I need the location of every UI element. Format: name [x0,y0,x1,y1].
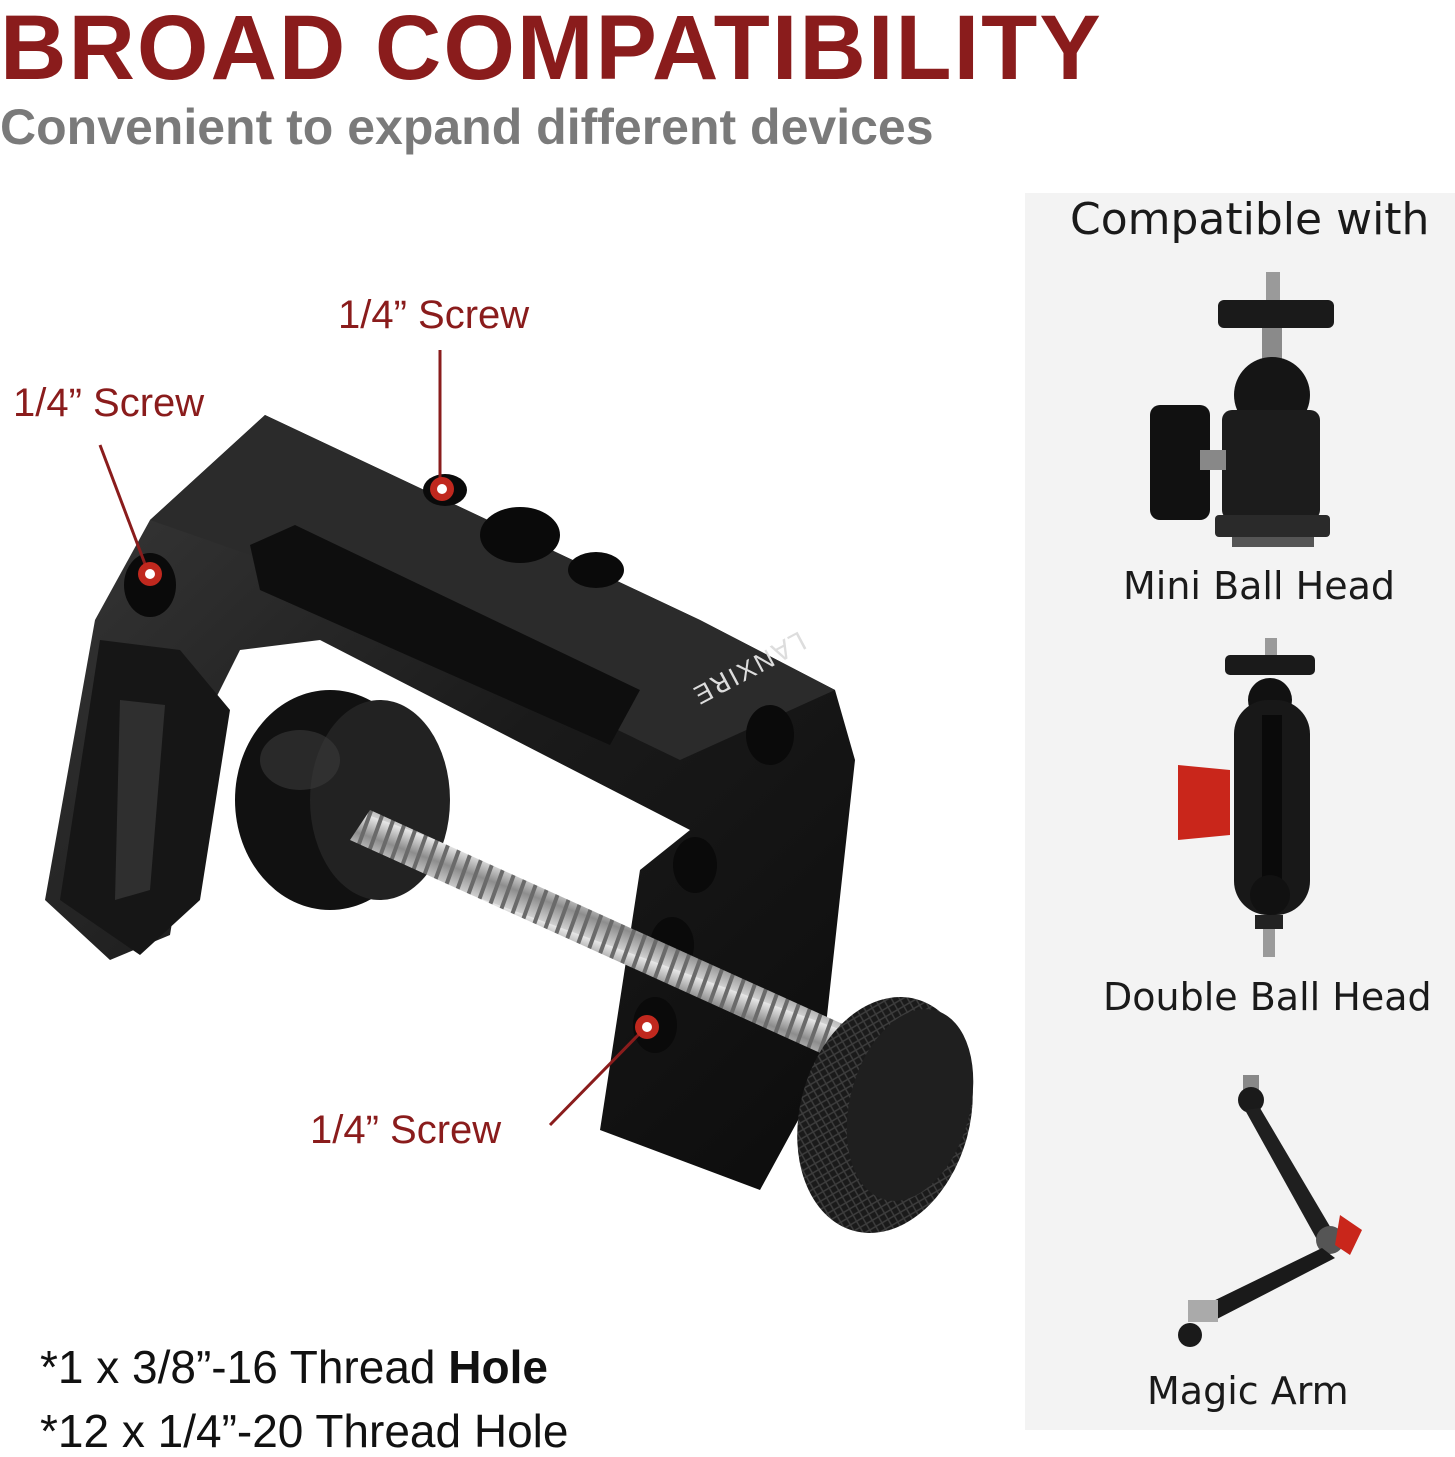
subheadline: Convenient to expand different devices [0,99,934,155]
knurled-knob-icon [797,997,974,1233]
magic-arm-icon [1178,1075,1362,1347]
mini-ball-head-icon [1150,272,1334,547]
label-magic-arm: Magic Arm [1147,1369,1349,1413]
headline: BROAD COMPATIBILITY [0,0,1103,99]
double-ball-head-icon [1178,638,1315,957]
panel-title: Compatible with [1070,194,1430,245]
spec-line-1-lead: *1 x 3/8”-16 Thread [40,1341,449,1393]
callout-leaders [98,350,647,1127]
callout-bottom-screw: 1/4” Screw [310,1108,502,1152]
spec-line-1-strong: Hole [448,1341,548,1393]
c-clamp-icon: ƎꓤIXNⱯꓶ [45,415,855,1190]
spec-line-1: *1 x 3/8”-16 Thread Hole [40,1344,548,1390]
callout-top-screw: 1/4” Screw [338,293,530,337]
label-mini-ball-head: Mini Ball Head [1123,564,1395,608]
spec-line-2: *12 x 1/4”-20 Thread Hole [40,1408,568,1454]
callout-left-screw: 1/4” Screw [13,381,205,425]
label-double-ball-head: Double Ball Head [1103,975,1432,1019]
screw-hole-markers [138,477,659,1039]
clamp-pad-icon [235,690,450,910]
spec-line-2-lead: *12 x 1/4”-20 Thread Hole [40,1405,569,1457]
threaded-screw-icon [350,810,900,1080]
